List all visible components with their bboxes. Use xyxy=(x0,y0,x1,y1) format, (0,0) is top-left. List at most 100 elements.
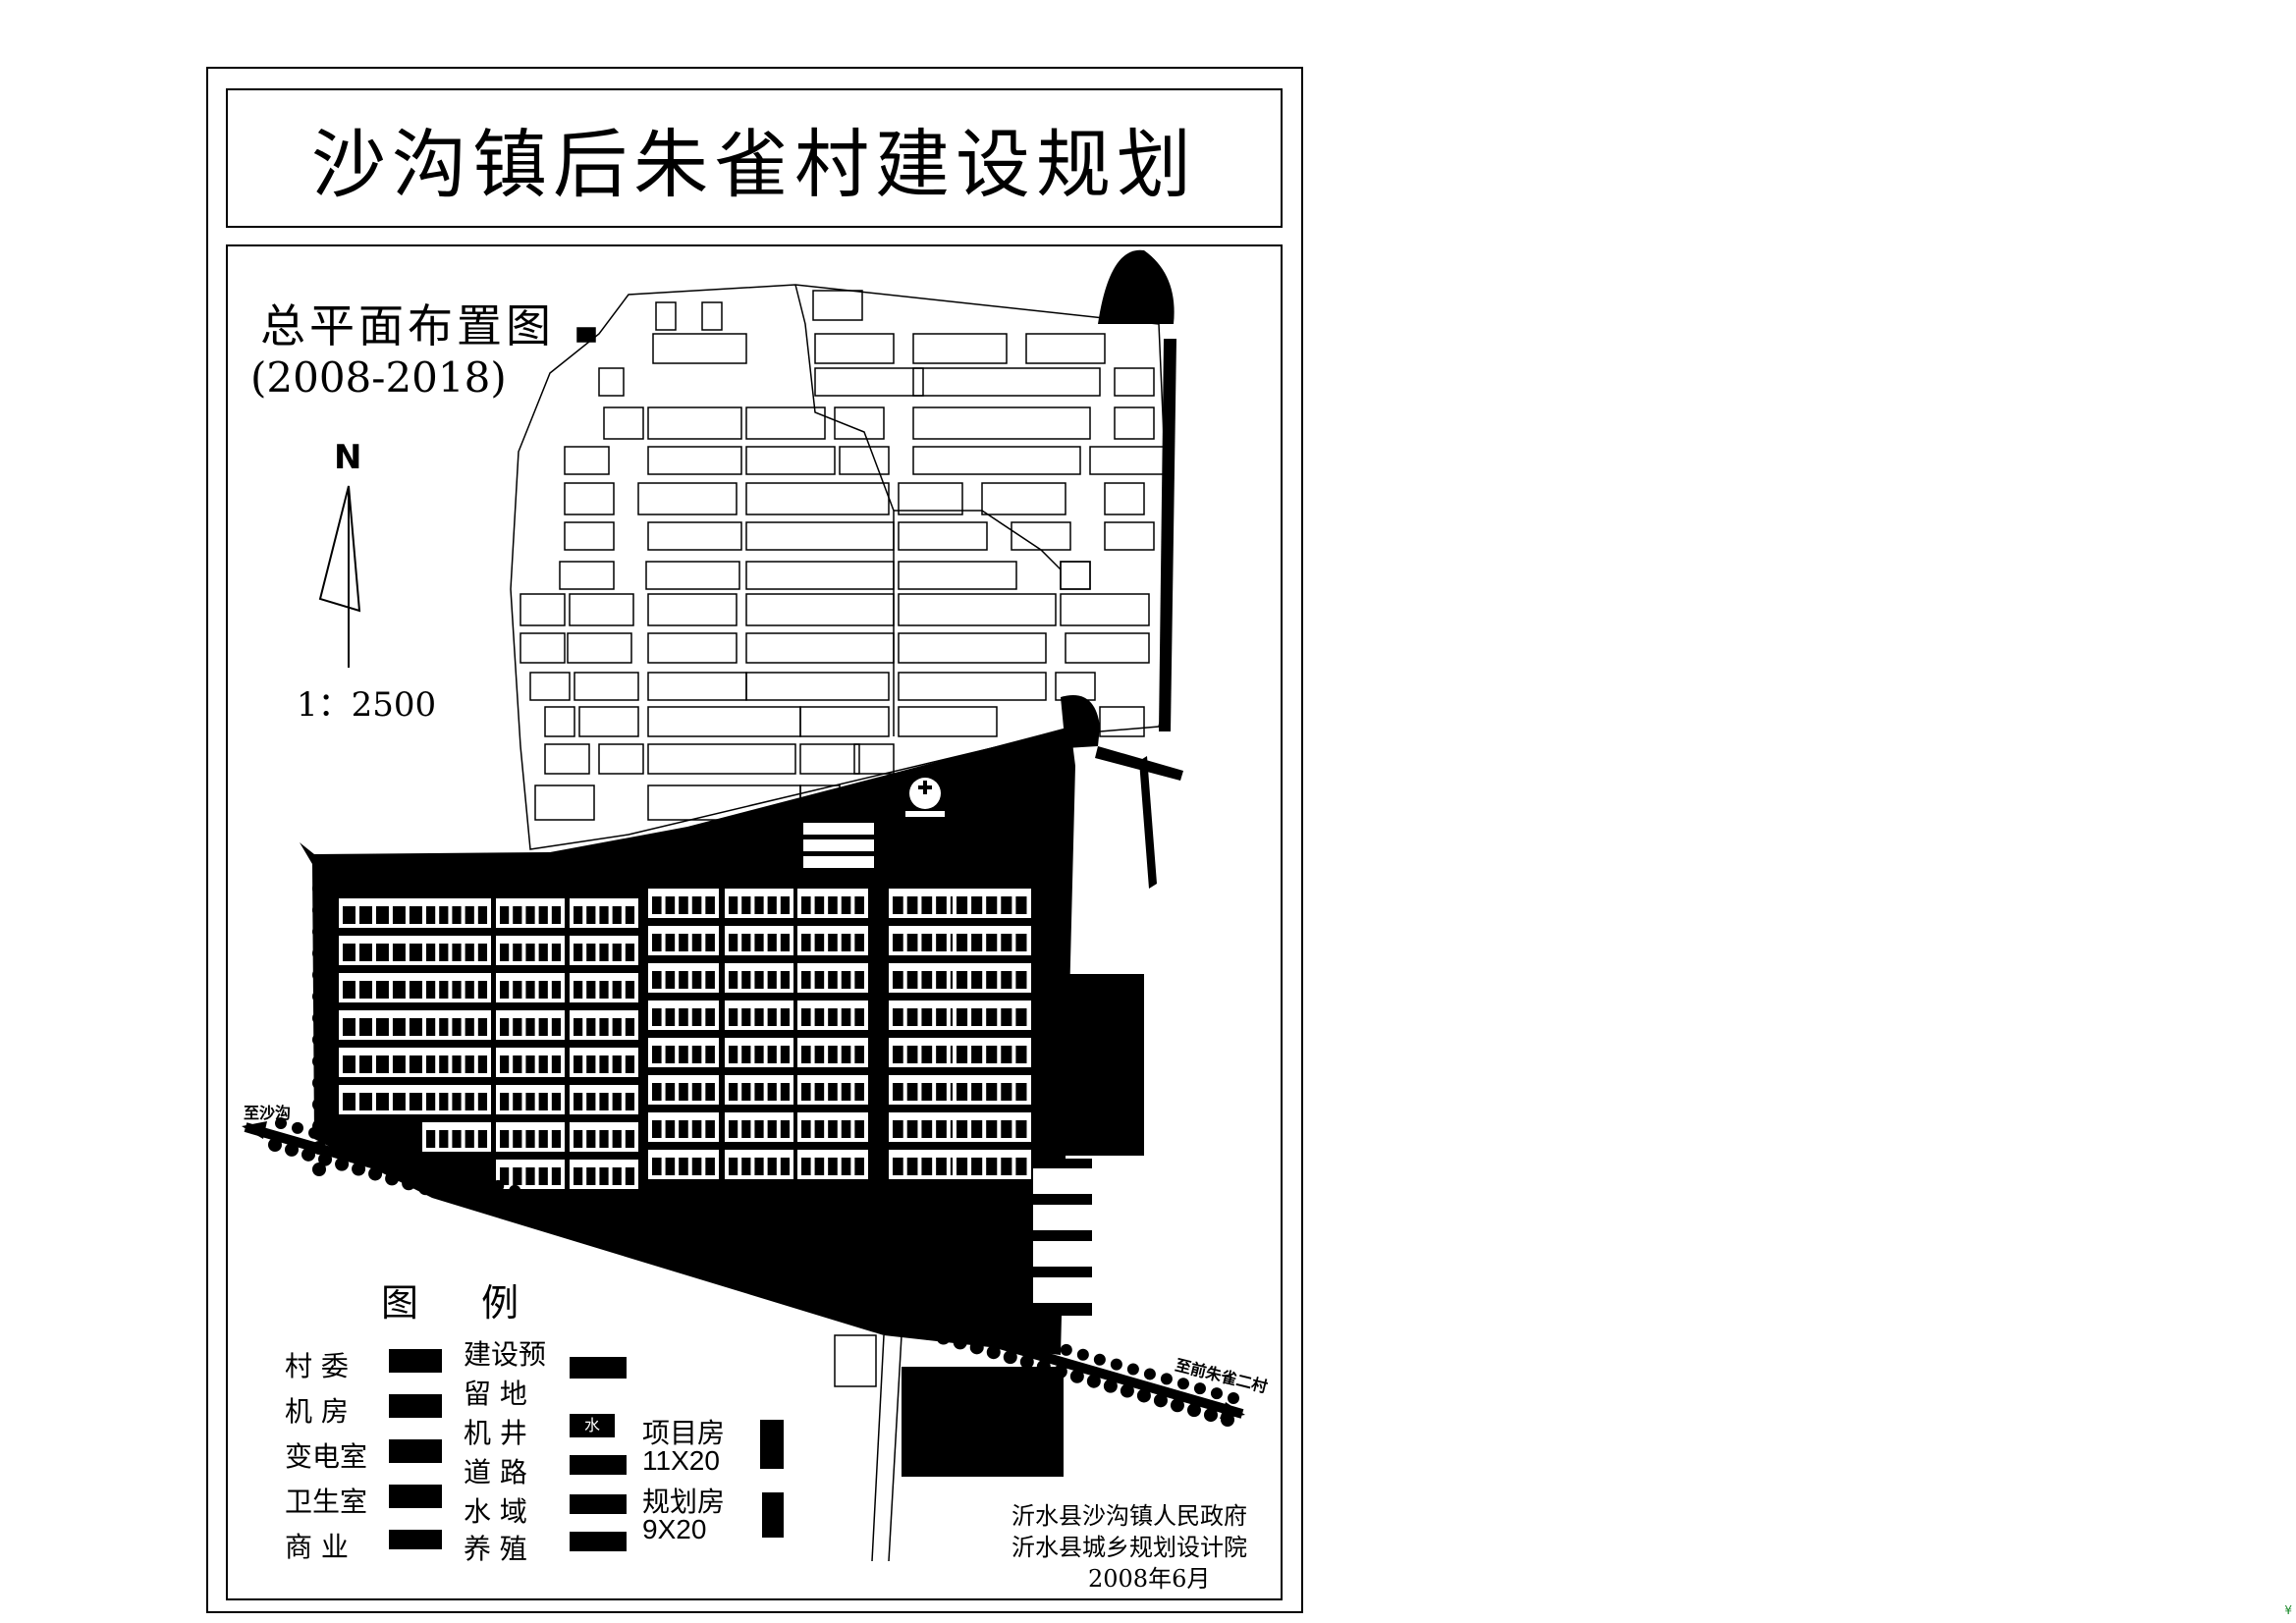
house-icon xyxy=(986,934,998,951)
house-icon xyxy=(801,896,811,914)
tree-icon xyxy=(1110,1358,1122,1371)
house-icon xyxy=(754,1008,764,1026)
house-icon xyxy=(828,1008,838,1026)
house-icon xyxy=(426,981,436,999)
house-icon xyxy=(375,1093,389,1110)
existing-building xyxy=(1089,446,1170,475)
house-icon xyxy=(729,1158,738,1175)
existing-building xyxy=(647,743,796,775)
house-icon xyxy=(801,1046,811,1063)
existing-building xyxy=(912,446,1081,475)
house-icon xyxy=(477,906,488,924)
tree-icon xyxy=(1126,1363,1139,1376)
tree-icon xyxy=(986,1345,1001,1360)
tree-icon xyxy=(312,968,326,982)
house-icon xyxy=(801,1158,811,1175)
planned-plot xyxy=(1033,1277,1092,1303)
house-icon xyxy=(921,1083,933,1101)
house-icon xyxy=(652,1120,662,1138)
tree-icon xyxy=(659,1227,672,1240)
existing-building xyxy=(745,521,895,551)
existing-building xyxy=(898,672,1047,701)
house-icon xyxy=(828,1158,838,1175)
existing-building xyxy=(1011,521,1071,551)
house-icon xyxy=(986,1158,998,1175)
house-icon xyxy=(599,1018,609,1036)
house-icon xyxy=(828,1046,838,1063)
house-icon xyxy=(936,1083,947,1101)
tree-icon xyxy=(285,1142,300,1157)
house-icon xyxy=(936,1120,947,1138)
planned-blocks xyxy=(339,823,1092,1303)
house-icon xyxy=(767,971,777,989)
legend-label: 规划房 xyxy=(642,1486,726,1518)
house-icon xyxy=(780,1158,791,1175)
tree-icon xyxy=(609,1214,622,1226)
house-icon xyxy=(705,1046,715,1063)
house-icon xyxy=(612,1018,622,1036)
house-icon xyxy=(1001,934,1012,951)
house-icon xyxy=(525,944,535,961)
commercial-symbol xyxy=(389,1530,442,1549)
house-icon xyxy=(375,1018,389,1036)
house-icon xyxy=(652,896,662,914)
house-icon xyxy=(854,1158,864,1175)
house-icon xyxy=(1015,1008,1027,1026)
house-icon xyxy=(409,1018,422,1036)
house-icon xyxy=(957,971,968,989)
house-icon xyxy=(705,1008,715,1026)
house-icon xyxy=(828,1120,838,1138)
house-icon xyxy=(906,934,918,951)
house-icon xyxy=(665,1120,676,1138)
tree-icon xyxy=(1044,1024,1058,1038)
house-icon xyxy=(409,1055,422,1073)
direction-west: 至沙沟 xyxy=(244,1104,292,1122)
tree-icon xyxy=(692,1237,705,1250)
house-icon xyxy=(525,1093,535,1110)
house-icon xyxy=(586,906,596,924)
house-icon xyxy=(971,1008,983,1026)
tree-icon xyxy=(1044,936,1058,949)
house-icon xyxy=(1001,1120,1012,1138)
house-icon xyxy=(343,1055,355,1073)
house-icon xyxy=(392,1018,406,1036)
house-icon xyxy=(574,1018,583,1036)
tree-row xyxy=(268,759,1239,1427)
house-icon xyxy=(426,1130,436,1148)
tree-icon xyxy=(1160,1373,1173,1385)
tree-icon xyxy=(368,1166,383,1181)
existing-building xyxy=(1060,561,1091,590)
house-icon xyxy=(906,896,918,914)
existing-building xyxy=(812,290,863,321)
tree-icon xyxy=(802,1292,817,1307)
existing-building xyxy=(814,367,924,397)
tree-icon xyxy=(1136,1388,1151,1403)
house-icon xyxy=(828,971,838,989)
tree-icon xyxy=(318,1152,333,1166)
tree-icon xyxy=(275,1117,287,1129)
existing-building xyxy=(544,706,575,737)
tree-icon xyxy=(312,1141,326,1155)
house-icon xyxy=(921,1158,933,1175)
house-icon xyxy=(538,1055,548,1073)
house-icon xyxy=(754,1158,764,1175)
house-icon xyxy=(906,1046,918,1063)
house-icon xyxy=(921,1008,933,1026)
credit-government: 沂水县沙沟镇人民政府 xyxy=(1011,1502,1247,1530)
house-icon xyxy=(551,1167,562,1185)
house-icon xyxy=(691,971,702,989)
house-icon xyxy=(767,1008,777,1026)
house-icon xyxy=(679,1120,688,1138)
house-icon xyxy=(841,1158,851,1175)
house-icon xyxy=(392,1093,406,1110)
existing-building xyxy=(647,406,742,440)
house-icon xyxy=(538,944,548,961)
tree-icon xyxy=(876,1290,889,1303)
house-icon xyxy=(439,906,449,924)
existing-building xyxy=(898,521,988,551)
tree-icon xyxy=(519,1210,533,1224)
house-icon xyxy=(375,944,389,961)
house-icon xyxy=(679,1008,688,1026)
house-icon xyxy=(729,1008,738,1026)
existing-building xyxy=(834,406,885,440)
